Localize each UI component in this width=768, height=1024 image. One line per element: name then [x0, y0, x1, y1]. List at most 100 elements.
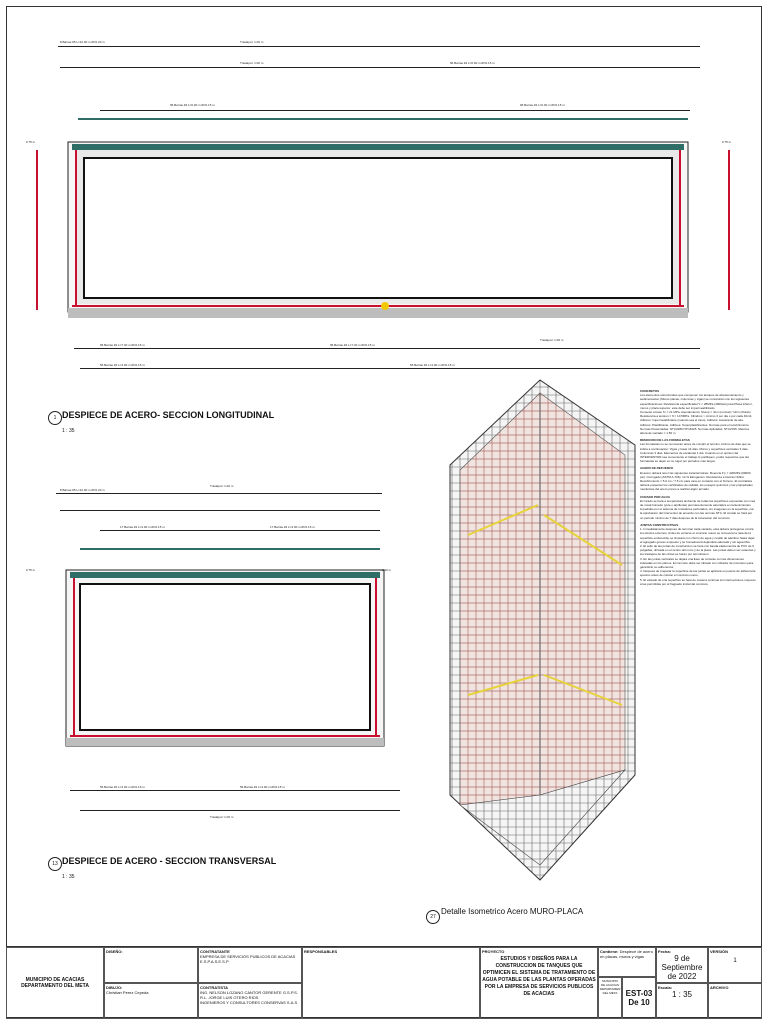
bar-label: 96 Barras #4 L=6.00 m Ø=0.15 m — [450, 61, 495, 65]
date-value: 9 de Septiembre de 2022 — [661, 954, 703, 981]
notes-heading: CONCRETOS — [640, 389, 660, 393]
bar-label: 56 Barras #4 L=4.00 m Ø=0.15 m — [410, 363, 455, 367]
isometric-rebar-drawing — [449, 379, 636, 881]
contents-label: Contiene: — [600, 949, 619, 954]
rebar-top-4 — [100, 110, 690, 111]
date-label: Fecha: — [658, 949, 671, 954]
drawing-sheet — [6, 6, 762, 1018]
version-value: 1 — [733, 958, 737, 964]
project-title: ESTUDIOS Y DISEÑOS PARA LA CONSTRUCCION … — [482, 956, 596, 997]
view-number-badge: 1 — [48, 411, 62, 425]
bar-label: Traslapo= 1.00 m — [210, 484, 234, 488]
project-label: PROYECTO — [482, 949, 505, 954]
design-label: DISEÑO: — [106, 949, 123, 954]
dim-label: 0.75 m — [26, 140, 36, 144]
dim-label: 0.75 m — [722, 140, 732, 144]
contents-text: Despiece de acero en placas, muros y vig… — [600, 949, 653, 959]
transversal-tank-drawing — [65, 569, 385, 747]
contractor-cell: CONTRATISTA ING. NELSON LOZANO CANTOR GE… — [198, 983, 302, 1019]
notes-heading: JUNTAS CONSTRUCTIVAS — [640, 522, 679, 527]
longitudinal-tank-drawing — [67, 141, 689, 318]
view-number-badge: 27 — [426, 910, 440, 924]
view-title: DESPIECE DE ACERO- SECCION LONGITUDINAL — [62, 410, 275, 420]
bar-label: 96 Barras #4 L=7.40 m Ø=0.15 m — [330, 343, 375, 347]
contractor-name: ING. NELSON LOZANO CANTOR GERENTE G.S.P.… — [200, 990, 298, 995]
dim-label: 0.75 m — [26, 568, 36, 572]
bar-label: 56 Barras #4 L=4.00 m Ø=0.15 m — [100, 785, 145, 789]
rebar-top-1 — [58, 46, 330, 47]
view-title: Detalle Isometrico Acero MURO-PLACA — [441, 907, 584, 916]
notes-paragraph: Las formaletas no se removeran antes de … — [640, 442, 751, 464]
construction-notes: CONCRETOS Los elementos estructurales qu… — [640, 386, 756, 946]
drawing-cell: DIBUJO: Christian Perez Cepeda — [104, 983, 198, 1019]
bar-label: 96 Barras #4 L=6.00 m Ø=0.15 m — [520, 103, 565, 107]
bar-label: 8 Barras #5 L=12.00 m Ø=0.20 m — [60, 40, 105, 44]
bar-label: 17 Barras #4 L=4.00 m Ø=0.15 m — [270, 525, 315, 529]
notes-paragraph: El acero deberá tener las siguientes car… — [640, 470, 753, 492]
rebar-top-4 — [80, 548, 380, 550]
rebar-bottom-2 — [80, 810, 400, 811]
notes-paragraph: 3. En las juntas verticales se dejara un… — [640, 556, 754, 569]
date-cell: Fecha: 9 de Septiembre de 2022 — [656, 947, 708, 983]
org-department: DEPARTAMENTO DEL META — [21, 983, 89, 989]
rebar-bottom-1 — [74, 348, 700, 349]
bar-label: 17 Barras #4 L=4.00 m Ø=0.15 m — [120, 525, 165, 529]
bar-label: 96 Barras #4 L=7.40 m Ø=0.15 m — [100, 343, 145, 347]
responsables-label: RESPONSABLES — [304, 949, 338, 954]
notes-paragraph: 5. El vaciado de una superficie se hara … — [640, 577, 756, 586]
firm-name: INGENIEROS Y CONSULTORES CONSERVAS S.A.S — [200, 1000, 298, 1005]
org-name: MUNICIPIO DE ACACIAS — [25, 977, 85, 983]
notes-heading: ACERO DE REFUERZO — [640, 466, 674, 471]
notes-paragraph: 2. El sello de las juntas de construccio… — [640, 543, 756, 557]
draftsman-name: Christian Perez Cepeda — [106, 990, 149, 995]
client-cell: CONTRATANTE EMPRESA DE SERVICIOS PUBLICO… — [198, 947, 302, 983]
dim-label: 0.20 m — [382, 568, 392, 572]
scale-label: Escala: — [658, 985, 673, 990]
notes-paragraph: 1. Inmediatamente despues de terminar ca… — [640, 527, 755, 544]
view-title: DESPIECE DE ACERO - SECCION TRANSVERSAL — [62, 856, 277, 866]
rebar-top-2 — [60, 510, 380, 511]
view-scale: 1 : 35 — [62, 428, 75, 434]
rebar-top-5 — [78, 118, 688, 120]
bar-label: 56 Barras #4 L=4.00 m Ø=0.15 m — [240, 785, 285, 789]
municipality-cell: MUNICIPIO DE ACACIAS DEPARTAMENTO DEL ME… — [598, 977, 622, 1019]
rebar-top-3 — [60, 67, 700, 68]
bar-label: Traslapo= 1.00 m — [240, 40, 264, 44]
org-cell: MUNICIPIO DE ACACIAS DEPARTAMENTO DEL ME… — [6, 947, 104, 1019]
client-name: EMPRESA DE SERVICIOS PUBLICOS DE ACACIAS… — [200, 954, 296, 964]
notes-paragraph: Cemento a base f'c = 21 MPa. Asentamient… — [640, 410, 753, 436]
project-cell: PROYECTO ESTUDIOS Y DISEÑOS PARA LA CONS… — [480, 947, 598, 1019]
notes-heading: REMOCION DE LAS FORMALETAS — [640, 438, 690, 443]
client-label: CONTRATANTE — [200, 949, 230, 954]
notes-heading: CURADO POR AGUA — [640, 494, 671, 499]
rebar-top-2 — [200, 46, 700, 47]
legal-rep: R.L. JORGE LUIS OTERO RIOS — [200, 995, 259, 1000]
bar-label: 8 Barras #5 L=12.00 m Ø=0.20 m — [60, 488, 105, 492]
file-label: ARCHIVO — [710, 985, 729, 990]
bar-label: 56 Barras #4 L=4.00 m Ø=0.15 m — [100, 363, 145, 367]
sheet-number: EST-03 De 10 — [622, 977, 656, 1019]
bar-label: Traslapo= 1.00 m — [210, 815, 234, 819]
rebar-right-wall — [728, 150, 730, 310]
bar-label: Traslapo= 1.00 m — [540, 338, 564, 342]
rebar-bottom-2 — [80, 368, 700, 369]
version-label: VERSIÓN — [710, 949, 729, 954]
bar-label: Traslapo= 1.00 m — [240, 61, 264, 65]
view-scale: 1 : 35 — [62, 874, 75, 880]
design-cell: DISEÑO: — [104, 947, 198, 983]
rebar-top-1 — [56, 493, 382, 494]
contents-cell: Contiene: Despiece de acero en placas, m… — [598, 947, 656, 977]
notes-paragraph: Los elementos estructurales que componen… — [640, 393, 753, 410]
rebar-bottom-1 — [70, 790, 400, 791]
bar-label: 96 Barras #4 L=6.00 m Ø=0.15 m — [170, 103, 215, 107]
view-number-badge: 13 — [48, 857, 62, 871]
scale-cell: Escala: 1 : 35 — [656, 983, 708, 1019]
notes-paragraph: 4. Despues de preparar la superficie de … — [640, 569, 756, 578]
responsables-cell: RESPONSABLES — [302, 947, 480, 1019]
title-block: MUNICIPIO DE ACACIAS DEPARTAMENTO DEL ME… — [6, 946, 762, 1019]
version-cell: VERSIÓN 1 — [708, 947, 762, 983]
notes-paragraph: El curado se hará a temperatura ambiente… — [640, 498, 756, 520]
file-cell: ARCHIVO — [708, 983, 762, 1019]
rebar-top-3 — [100, 530, 380, 531]
drawing-label: DIBUJO: — [106, 985, 123, 990]
